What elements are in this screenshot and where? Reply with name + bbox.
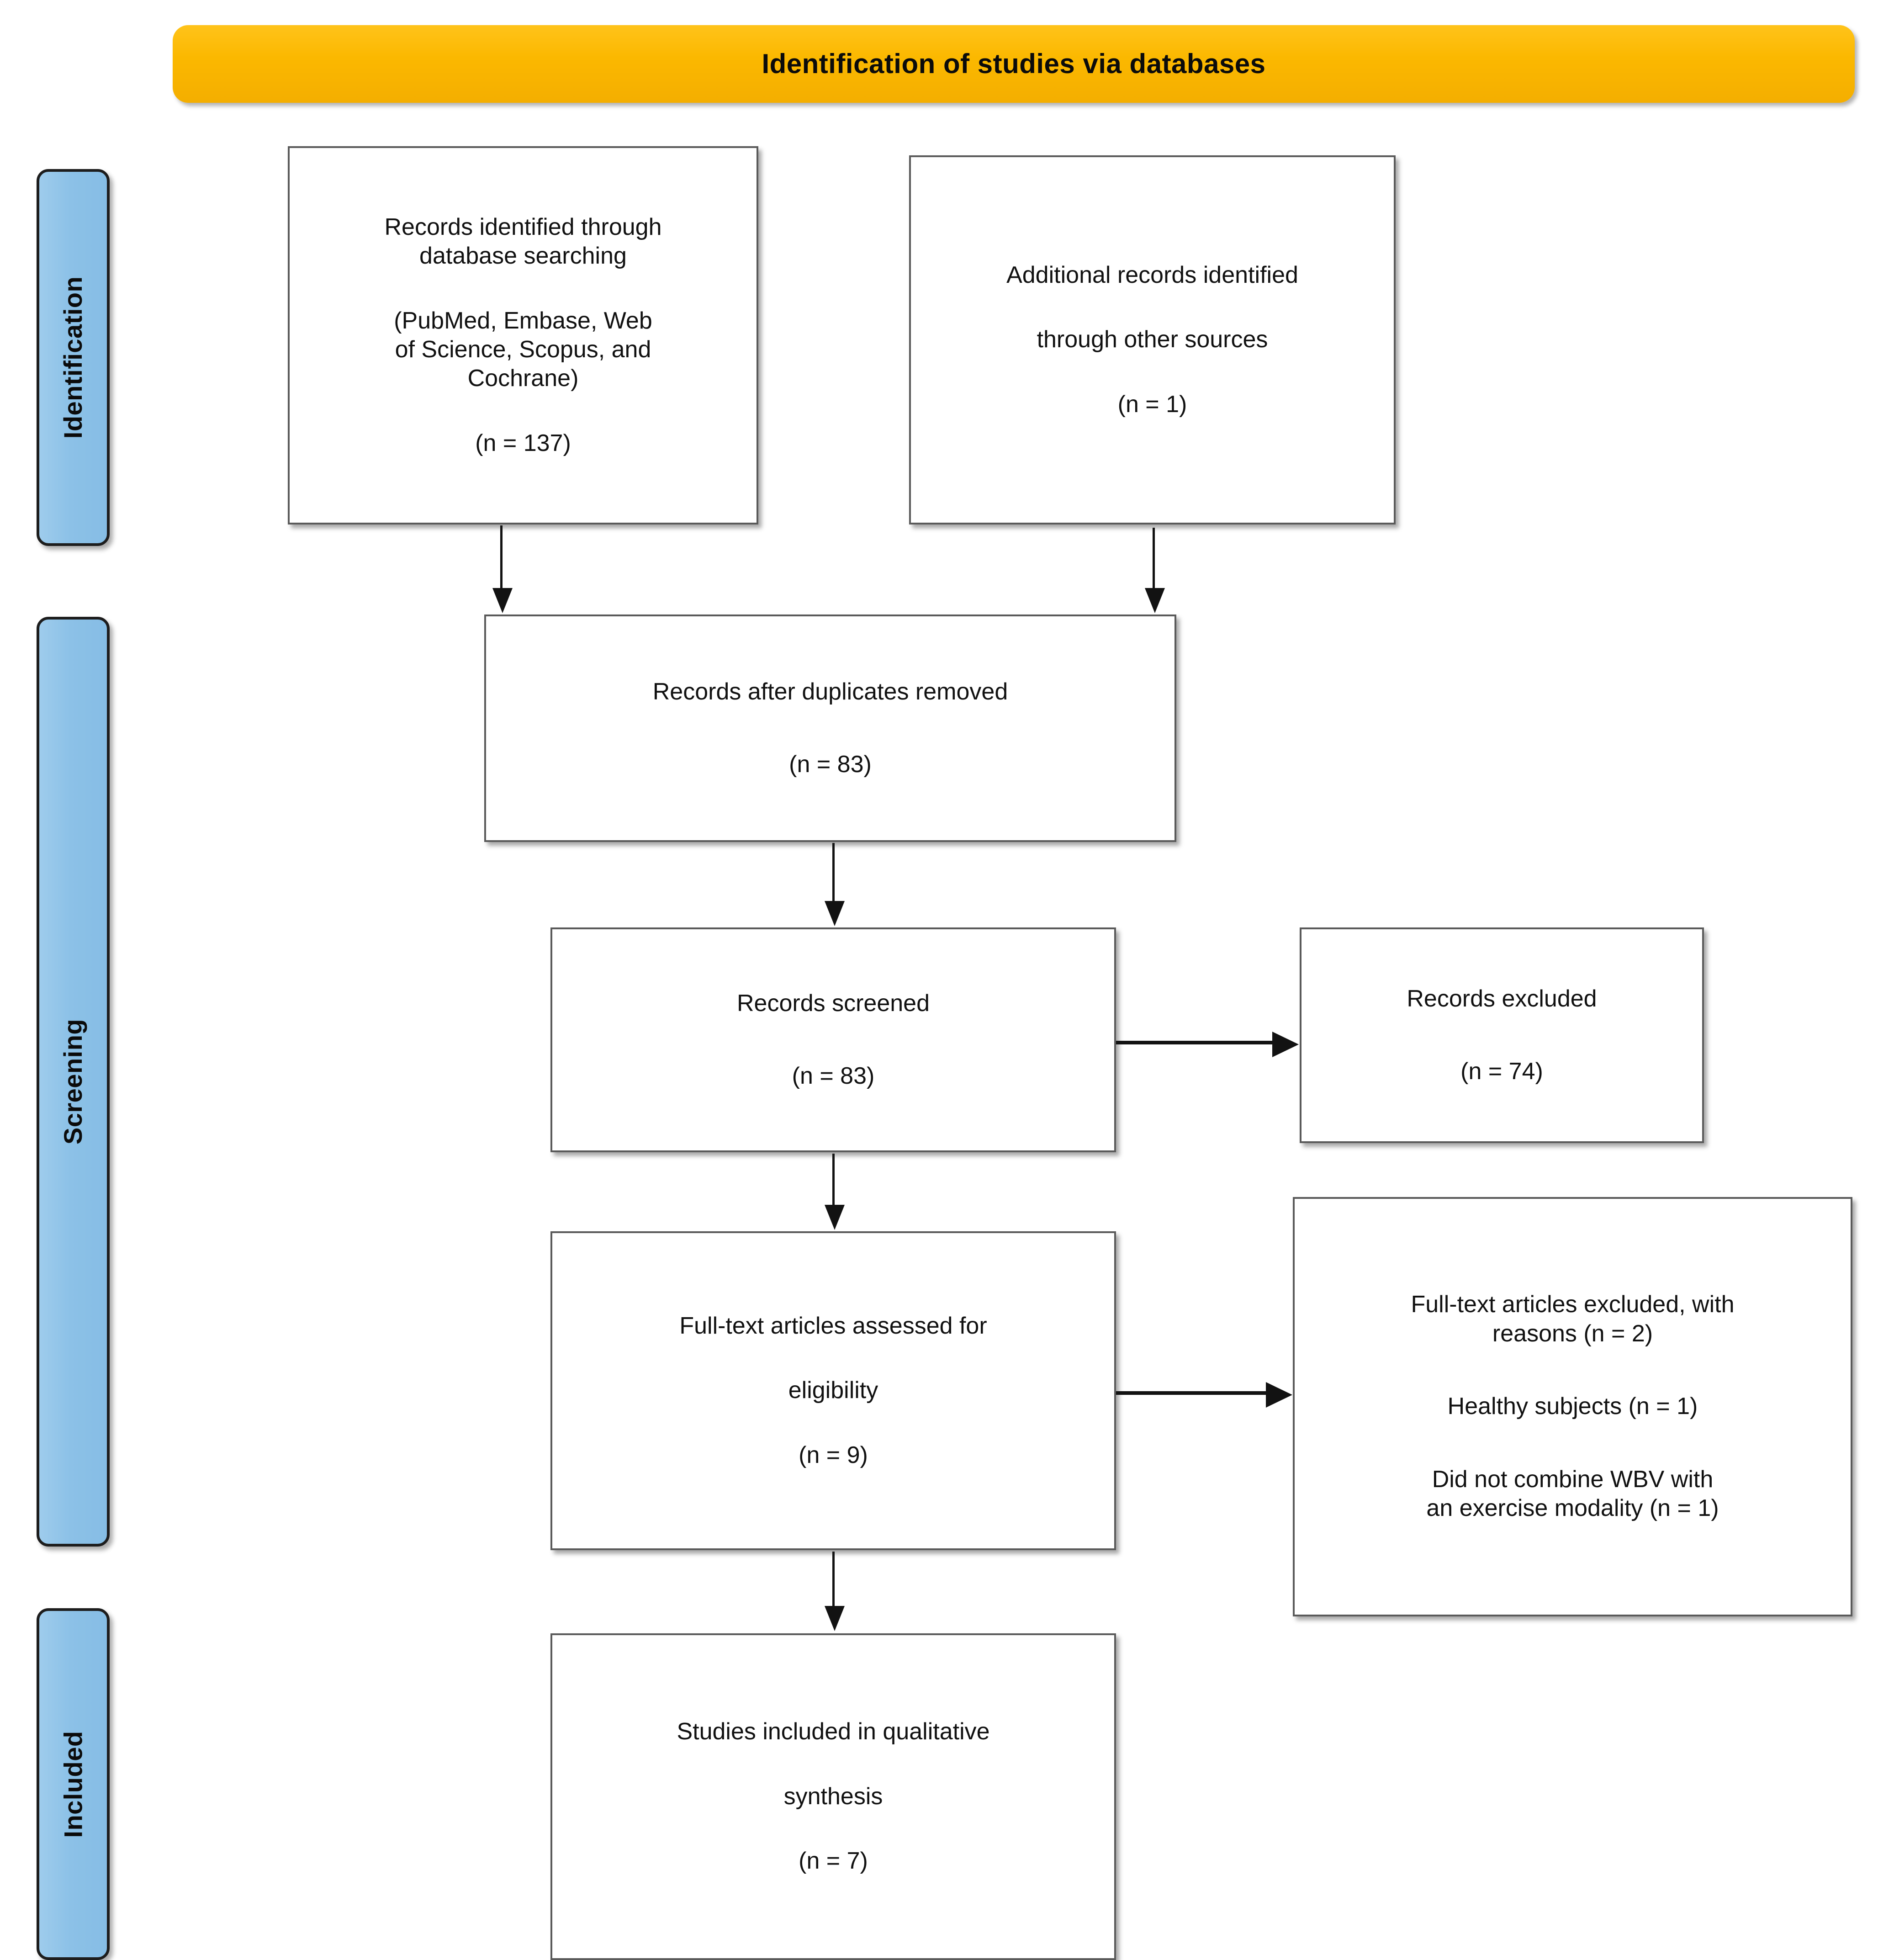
arrow-screened-to-fulltext — [825, 1154, 845, 1230]
other-sources-count: (n = 1) — [1117, 391, 1187, 418]
fulltext-excl-reason2-line1: Did not combine WBV with — [1432, 1466, 1714, 1493]
fulltext-excl-reason2-line2: an exercise modality (n = 1) — [1426, 1495, 1719, 1522]
excluded-line1: Records excluded — [1407, 985, 1597, 1012]
duplicates-line1: Records after duplicates removed — [652, 678, 1008, 705]
phase-bar-included: Included — [37, 1608, 110, 1960]
box-records-after-duplicates-removed: Records after duplicates removed (n = 83… — [484, 614, 1176, 842]
included-line1: Studies included in qualitative — [677, 1718, 990, 1745]
db-search-line4: of Science, Scopus, and — [395, 336, 651, 363]
db-search-line2: database searching — [419, 243, 627, 270]
arrow-other-sources-to-duplicates — [1145, 528, 1165, 613]
phase-label-screening: Screening — [58, 1018, 88, 1145]
screened-count: (n = 83) — [792, 1063, 875, 1089]
header-banner: Identification of studies via databases — [173, 25, 1855, 103]
box-records-identified-database: Records identified through database sear… — [288, 146, 758, 524]
arrow-fulltext-to-fulltext-excluded — [1116, 1382, 1292, 1408]
fulltext-excl-line2: reasons (n = 2) — [1492, 1320, 1653, 1347]
included-line2: synthesis — [783, 1783, 883, 1810]
duplicates-count: (n = 83) — [789, 751, 872, 778]
fulltext-excl-line1: Full-text articles excluded, with — [1411, 1291, 1735, 1318]
phase-label-identification: Identification — [58, 276, 88, 439]
fulltext-excl-reason1: Healthy subjects (n = 1) — [1447, 1393, 1698, 1420]
arrow-duplicates-to-screened — [825, 843, 845, 926]
other-sources-line1: Additional records identified — [1006, 261, 1298, 288]
fulltext-line2: eligibility — [788, 1377, 878, 1404]
db-search-count: (n = 137) — [475, 429, 571, 456]
db-search-line3: (PubMed, Embase, Web — [394, 307, 652, 334]
other-sources-line2: through other sources — [1037, 326, 1268, 353]
phase-bar-screening: Screening — [37, 617, 110, 1547]
arrow-db-search-to-duplicates — [492, 525, 513, 613]
db-search-line5: Cochrane) — [467, 365, 579, 392]
box-fulltext-excluded-with-reasons: Full-text articles excluded, with reason… — [1293, 1197, 1852, 1616]
fulltext-count: (n = 9) — [799, 1441, 868, 1468]
excluded-count: (n = 74) — [1460, 1058, 1543, 1085]
phase-label-included: Included — [58, 1730, 88, 1838]
screened-line1: Records screened — [737, 990, 930, 1017]
db-search-line1: Records identified through — [384, 213, 662, 240]
box-records-screened: Records screened (n = 83) — [550, 927, 1116, 1152]
box-fulltext-assessed-eligibility: Full-text articles assessed for eligibil… — [550, 1231, 1116, 1550]
box-additional-records-other-sources: Additional records identified through ot… — [909, 155, 1396, 524]
arrow-fulltext-to-included — [825, 1552, 845, 1631]
box-studies-included-qualitative-synthesis: Studies included in qualitative synthesi… — [550, 1633, 1116, 1960]
box-records-excluded: Records excluded (n = 74) — [1300, 927, 1704, 1143]
banner-title: Identification of studies via databases — [762, 48, 1266, 79]
fulltext-line1: Full-text articles assessed for — [679, 1312, 987, 1339]
arrow-screened-to-excluded — [1116, 1032, 1299, 1057]
phase-bar-identification: Identification — [37, 169, 110, 546]
included-count: (n = 7) — [799, 1848, 868, 1875]
